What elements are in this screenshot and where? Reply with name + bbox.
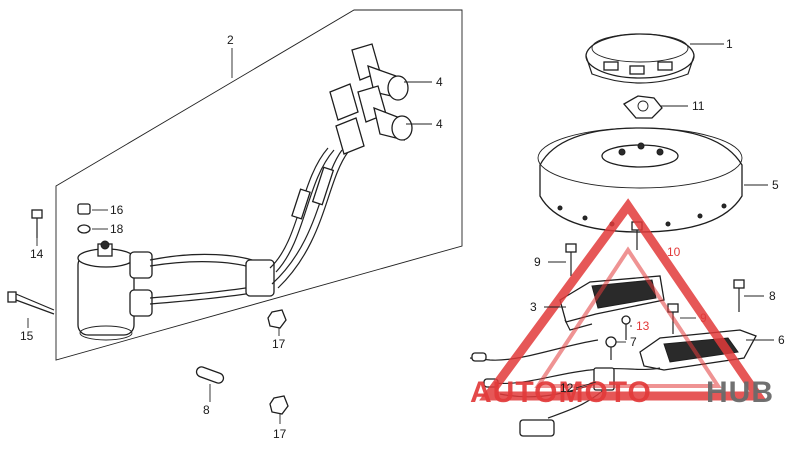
watermark-word-automoto: AUTOMOTO	[470, 376, 652, 409]
callout-4-lower: 4	[436, 117, 443, 131]
screw-7	[605, 336, 617, 360]
callout-11: 8	[203, 403, 210, 417]
bolt-9-left	[565, 243, 577, 276]
watermark-inner-triangle	[534, 246, 722, 388]
nut-16	[77, 203, 91, 215]
automotohub-watermark: AUTOMOTO HUB	[470, 198, 774, 409]
callout-1: 1	[726, 37, 733, 51]
callout-17-upper: 17	[272, 337, 286, 351]
callout-6: 6	[778, 333, 785, 347]
callout-10: 11	[692, 99, 705, 113]
nut-17-upper	[267, 309, 287, 329]
callout-8-right: 8	[769, 289, 776, 303]
bolt-8-right	[733, 279, 745, 312]
callout-9-left: 9	[534, 255, 541, 269]
callout-8-middle: 9	[700, 311, 707, 325]
callout-14: 14	[30, 247, 44, 261]
ignition-coil	[77, 240, 153, 341]
high-tension-leads	[149, 147, 349, 305]
bolt-15	[7, 291, 55, 315]
screw-13	[621, 315, 631, 340]
callout-4-upper: 4	[436, 75, 443, 89]
callout-15: 15	[20, 329, 34, 343]
flywheel-5	[537, 127, 743, 233]
callout-2: 2	[227, 33, 234, 47]
nut-17-lower	[269, 395, 289, 415]
callout-12: 12	[560, 381, 574, 395]
callout-17-lower: 17	[273, 427, 287, 441]
flywheel-nut-10	[622, 95, 663, 119]
bolt-14	[31, 209, 43, 238]
callout-7: 7	[630, 335, 637, 349]
callout-16: 16	[110, 203, 124, 217]
watermark-word-hub: HUB	[706, 376, 774, 409]
spark-plug-cap-lower	[335, 85, 413, 155]
washer-18	[77, 224, 91, 234]
callout-13: 13	[636, 319, 650, 333]
callout-3: 3	[530, 300, 537, 314]
leader-lines	[27, 43, 774, 424]
coil-assembly-panel	[55, 9, 463, 361]
watermark-triangle	[479, 198, 767, 401]
cooling-fan-1	[585, 33, 695, 84]
callout-9-right: 10	[667, 245, 681, 259]
callout-18: 18	[110, 222, 124, 236]
callout-5: 5	[772, 178, 779, 192]
pin-11	[195, 366, 225, 384]
